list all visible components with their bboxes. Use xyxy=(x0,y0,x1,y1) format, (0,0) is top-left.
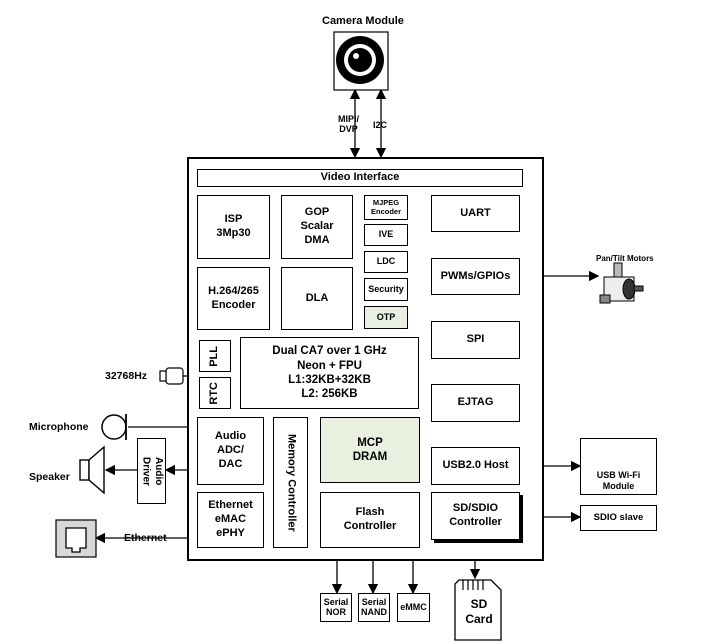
serial-nor-block: Serial NOR xyxy=(320,593,352,622)
uart-block: UART xyxy=(431,195,520,232)
sdio-controller-block: SD/SDIO Controller xyxy=(431,492,520,540)
rtc-block: RTC xyxy=(199,377,231,409)
speaker-icon xyxy=(79,445,105,495)
h264-encoder-block: H.264/265 Encoder xyxy=(197,267,270,330)
audio-driver-label: Audio Driver xyxy=(140,456,165,486)
mcp-dram-block: MCP DRAM xyxy=(320,417,420,483)
usb-wifi-label: USB Wi-Fi Module xyxy=(596,470,641,491)
ethernet-jack-icon xyxy=(55,519,97,558)
microphone-label: Microphone xyxy=(29,421,89,433)
spi-block: SPI xyxy=(431,321,520,359)
usb-host-block: USB2.0 Host xyxy=(431,447,520,485)
ethernet-block: Ethernet eMAC ePHY xyxy=(197,492,264,548)
sd-card-icon xyxy=(454,579,502,641)
speaker-label: Speaker xyxy=(29,471,70,483)
security-block: Security xyxy=(364,278,408,301)
audio-block: Audio ADC/ DAC xyxy=(197,417,264,485)
serial-nand-block: Serial NAND xyxy=(358,593,390,622)
pwm-gpio-block: PWMs/GPIOs xyxy=(431,258,520,295)
mjpeg-block: MJPEG Encoder xyxy=(364,195,408,220)
memory-controller-block: Memory Controller xyxy=(273,417,308,548)
pll-label: PLL xyxy=(208,345,221,367)
camera-icon xyxy=(333,31,389,91)
sdio-slave-block: SDIO slave xyxy=(580,505,657,531)
video-interface: Video Interface xyxy=(197,169,523,187)
microphone-icon xyxy=(101,414,127,440)
gop-block: GOP Scalar DMA xyxy=(281,195,353,259)
rtc-label: RTC xyxy=(208,381,221,405)
ive-block: IVE xyxy=(364,224,408,246)
memory-controller-label: Memory Controller xyxy=(285,433,298,532)
emmc-block: eMMC xyxy=(397,593,430,622)
motors-label: Pan/Tilt Motors xyxy=(596,254,654,263)
isp-block: ISP 3Mp30 xyxy=(197,195,270,259)
i2c-label: I2C xyxy=(373,120,388,130)
crystal-label: 32768Hz xyxy=(105,370,148,382)
camera-label: Camera Module xyxy=(322,15,404,27)
sd-card-label: SD Card xyxy=(465,597,493,626)
crystal-icon xyxy=(159,367,184,385)
otp-block: OTP xyxy=(364,306,408,329)
cpu-block: Dual CA7 over 1 GHz Neon + FPU L1:32KB+3… xyxy=(240,337,419,409)
flash-controller-block: Flash Controller xyxy=(320,492,420,548)
ldc-block: LDC xyxy=(364,251,408,273)
audio-driver-block: Audio Driver xyxy=(137,438,166,504)
pll-block: PLL xyxy=(199,340,231,372)
mipi-label: MIPI/ DVP xyxy=(338,114,360,135)
dla-block: DLA xyxy=(281,267,353,330)
usb-wifi-module: USB Wi-Fi Module xyxy=(580,438,657,495)
ejtag-block: EJTAG xyxy=(431,384,520,422)
motor-icon xyxy=(599,262,644,304)
ethernet-label: Ethernet xyxy=(124,532,167,544)
